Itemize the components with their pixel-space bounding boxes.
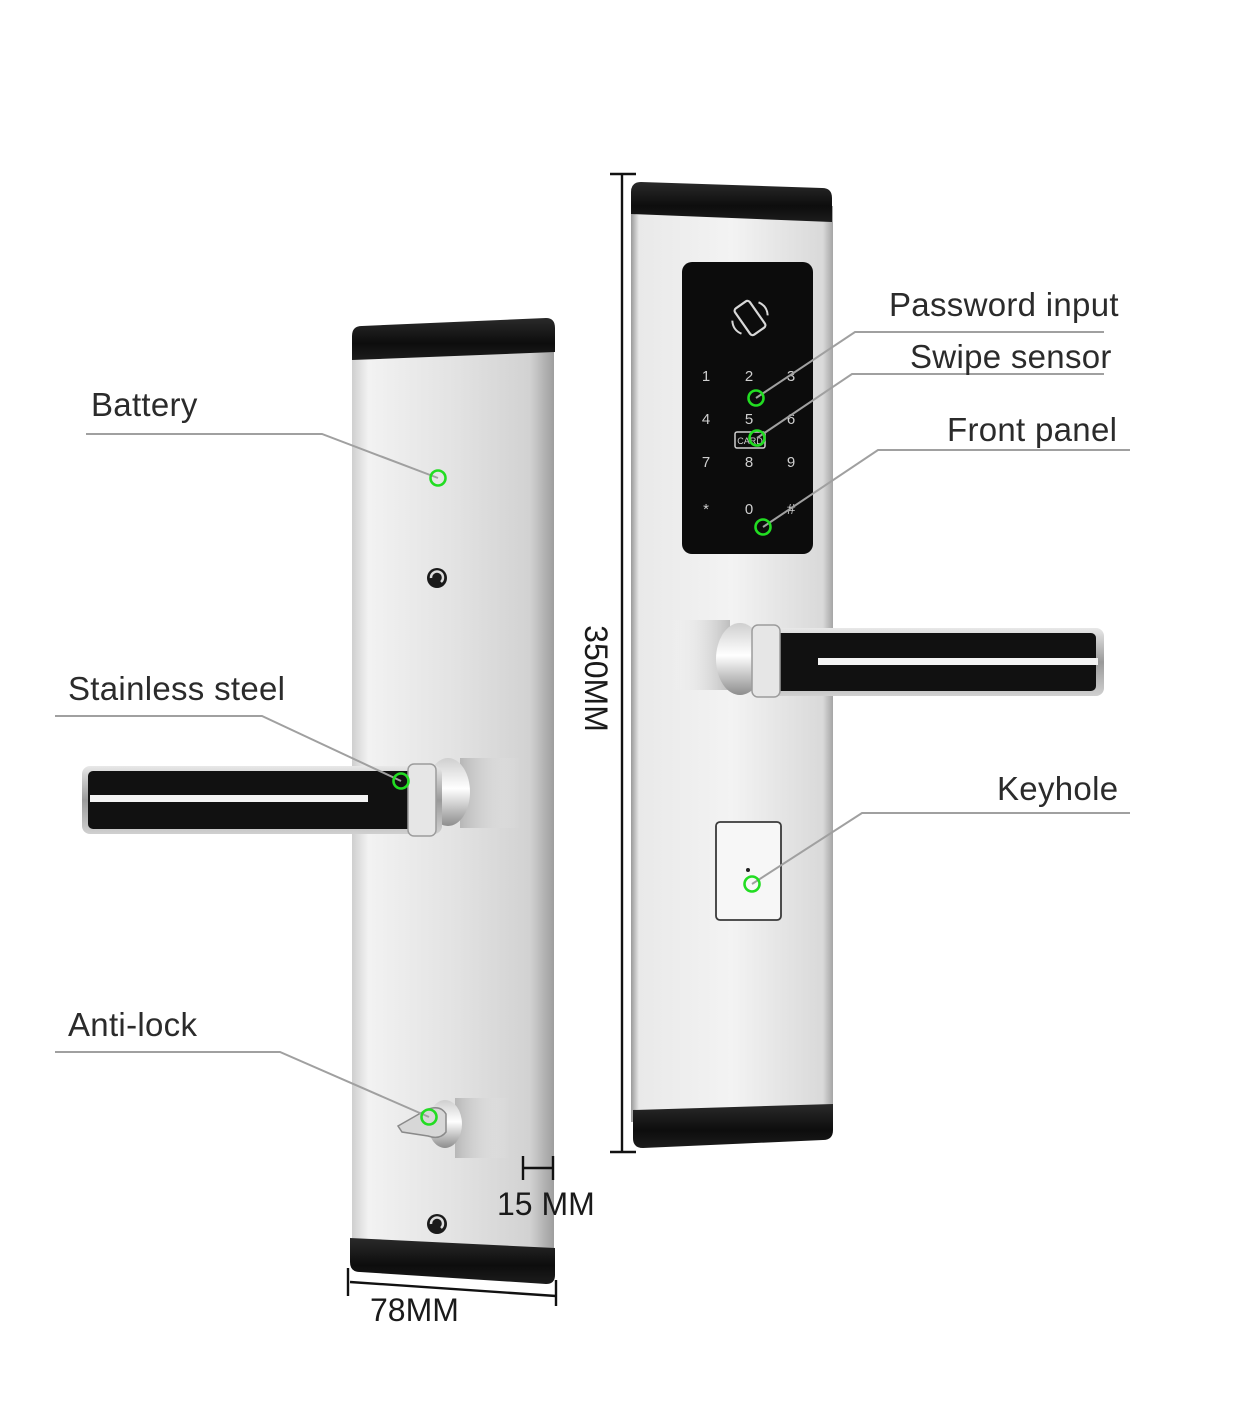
stainless-steel-label: Stainless steel — [68, 670, 286, 707]
keypad-key: 2 — [745, 368, 753, 385]
keypad-key: 7 — [702, 454, 710, 471]
keypad-key: 1 — [702, 368, 710, 385]
stainless-steel-marker — [392, 772, 410, 790]
nfc-phone-icon — [731, 299, 769, 337]
stainless-steel-leader — [55, 715, 402, 782]
battery-label: Battery — [91, 386, 198, 423]
front-panel-leader — [762, 449, 1130, 528]
keyhole-leader — [751, 812, 1130, 885]
swipe-sensor-leader — [756, 373, 1104, 439]
leader-lines — [55, 331, 1130, 1118]
battery-marker — [429, 469, 447, 487]
thickness-dimension-label: 15 MM — [497, 1186, 595, 1222]
back-panel-top-cap — [352, 318, 555, 360]
width-dimension-label: 78MM — [370, 1292, 459, 1328]
swipe-sensor-label: Swipe sensor — [910, 338, 1112, 375]
front-panel-top-cap — [631, 182, 832, 222]
markers — [392, 389, 772, 1126]
password-input-leader — [755, 331, 1104, 399]
front-panel-marker — [754, 518, 772, 536]
width-dimension-line — [349, 1280, 557, 1298]
back-panel-bottom-cap — [350, 1238, 555, 1284]
front-lever-handle — [670, 620, 1104, 698]
password-input-label: Password input — [889, 286, 1119, 323]
keypad-key: 8 — [745, 454, 753, 471]
anti-lock-knob — [396, 1098, 510, 1158]
screw-icon — [427, 568, 447, 588]
front-panel-label: Front panel — [947, 411, 1118, 448]
dimension-lines — [346, 172, 636, 1306]
anti-lock-marker — [420, 1108, 438, 1126]
keypad-key: 5 — [745, 411, 753, 428]
swipe-sensor-marker — [748, 429, 766, 447]
keypad-key: 4 — [702, 411, 710, 428]
keypad-key: # — [787, 501, 796, 518]
keypad-key: 6 — [787, 411, 795, 428]
screw-icon — [427, 1214, 447, 1234]
keyhole-label: Keyhole — [997, 770, 1119, 807]
battery-leader — [86, 433, 439, 479]
keypad-key: 0 — [745, 501, 753, 518]
back-panel — [82, 318, 555, 1284]
keyhole-cover — [715, 821, 782, 921]
keypad-keys: 1 2 3 4 5 6 7 8 9 * 0 # — [702, 368, 796, 518]
password-input-marker — [747, 389, 765, 407]
keyhole-marker — [743, 875, 761, 893]
front-panel-bottom-cap — [633, 1104, 833, 1148]
back-lever-handle — [82, 758, 520, 837]
keypad-key: 3 — [787, 368, 795, 385]
height-dimension-label: 350MM — [577, 625, 614, 732]
keypad-glass — [682, 262, 813, 554]
keypad-key: * — [703, 501, 709, 518]
anti-lock-leader — [55, 1051, 430, 1118]
keypad-key: 9 — [787, 454, 795, 471]
anti-lock-label: Anti-lock — [68, 1006, 198, 1043]
